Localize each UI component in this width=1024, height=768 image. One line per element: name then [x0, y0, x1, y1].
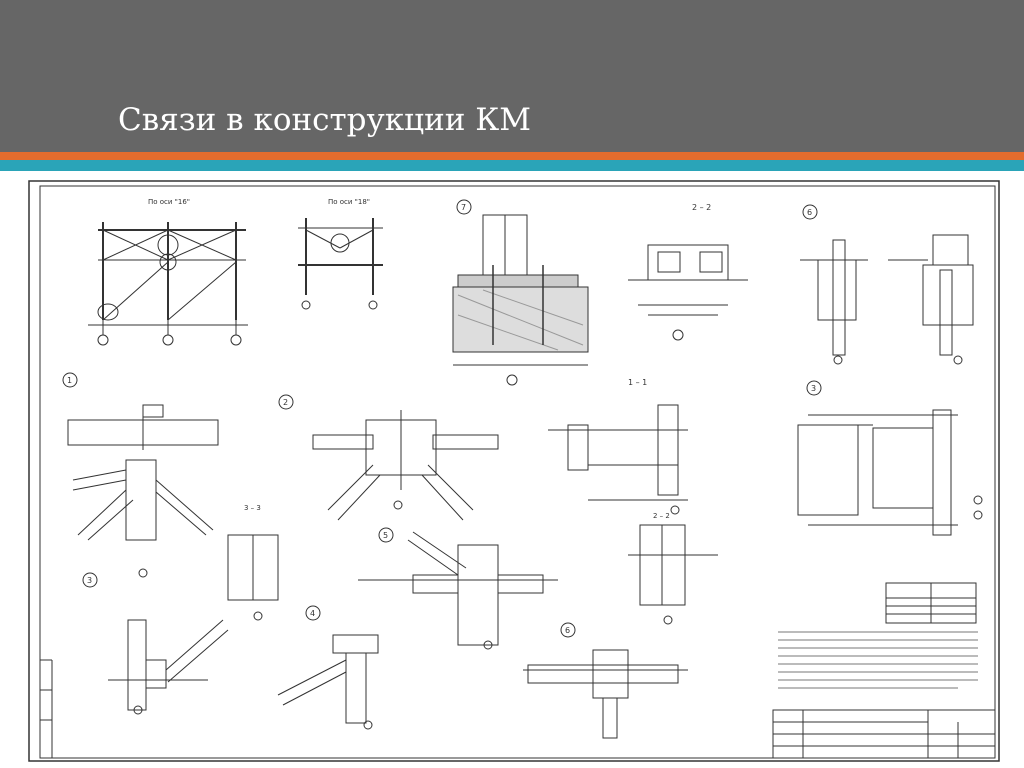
- left-side-stamp: [40, 659, 53, 758]
- section-2-2-top: [628, 244, 748, 341]
- callout-6-top-circle: [802, 204, 818, 220]
- node-2-gusset: [312, 410, 499, 521]
- section-1-1: [548, 404, 688, 515]
- callout-3-left-circle: [82, 572, 98, 588]
- callout-3-right: 3: [811, 384, 816, 393]
- node-1-bracing: [67, 404, 219, 578]
- callout-3-left: 3: [87, 576, 92, 585]
- node-7-column-base: [452, 214, 589, 386]
- callout-6-lower-circle: [560, 622, 576, 638]
- callout-1: 1: [67, 376, 72, 385]
- callout-5: 5: [383, 531, 388, 540]
- specification-table: [885, 582, 977, 624]
- slide-title: Связи в конструкции КМ: [118, 102, 531, 138]
- node-3-lower-left: [108, 619, 229, 715]
- drawing-inner-frame: [39, 185, 996, 759]
- engineering-drawing: По оси "16" По оси "18" 7 2 – 2: [28, 180, 1000, 762]
- callout-3-right-circle: [806, 380, 822, 396]
- callout-5-circle: [378, 527, 394, 543]
- frame-elevation-axis-18: [298, 218, 383, 310]
- callout-2-circle: [278, 394, 294, 410]
- title-block: [772, 709, 996, 759]
- node-6-lower-connection: [523, 649, 688, 739]
- teal-accent-stripe: [0, 160, 1024, 171]
- title-bar: Связи в конструкции КМ: [0, 0, 1024, 152]
- node-4-base-bracing: [277, 634, 379, 730]
- callout-1-circle: [62, 372, 78, 388]
- section-2-2-lower: [628, 524, 718, 625]
- node-5-connection: [358, 531, 558, 650]
- node-3-beam-column: [797, 409, 983, 536]
- callout-6-lower: 6: [565, 626, 570, 635]
- callout-4: 4: [310, 609, 315, 618]
- section-2-2-top-label: 2 – 2: [692, 203, 711, 212]
- axis-18-label: По оси "18": [328, 198, 370, 206]
- axis-16-label: По оси "16": [148, 198, 190, 206]
- node-6-beam-connection: [800, 234, 974, 365]
- drawing-canvas: По оси "16" По оси "18" 7 2 – 2: [28, 180, 1000, 762]
- section-1-1-label: 1 – 1: [628, 378, 647, 387]
- callout-4-circle: [305, 605, 321, 621]
- callout-2: 2: [283, 398, 288, 407]
- section-3-3-label: 3 – 3: [244, 504, 261, 512]
- callout-7-circle: [456, 199, 472, 215]
- section-2-2-lower-label: 2 – 2: [653, 512, 670, 520]
- callout-7: 7: [461, 203, 466, 212]
- callout-6-top: 6: [807, 208, 812, 217]
- drawing-frame: [28, 180, 1000, 762]
- general-notes: [778, 631, 978, 689]
- section-3-3: [227, 534, 279, 621]
- frame-elevation-axis-16: [88, 222, 248, 346]
- orange-accent-stripe: [0, 152, 1024, 160]
